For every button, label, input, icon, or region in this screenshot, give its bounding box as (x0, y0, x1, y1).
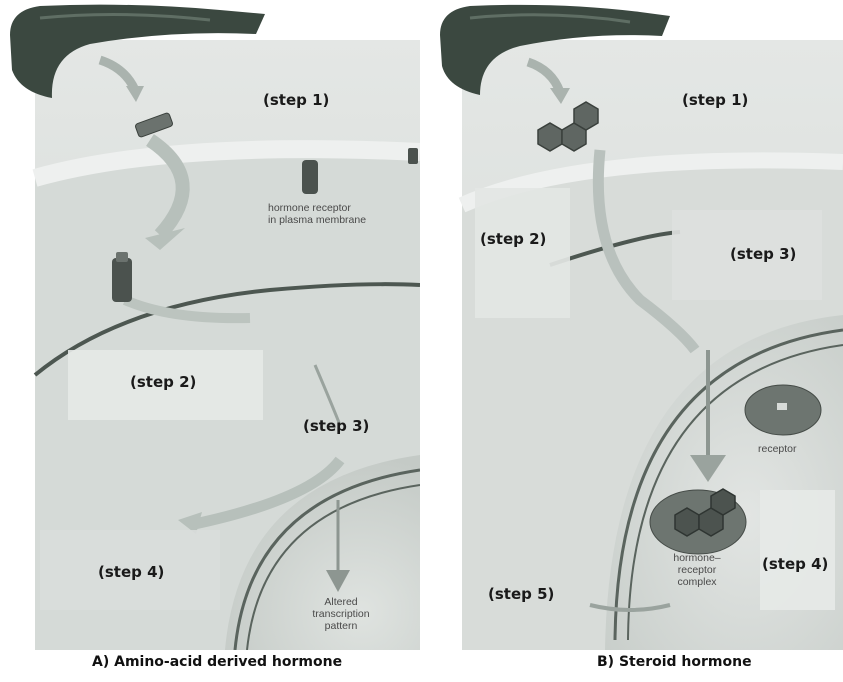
panel-b-step-4: (step 4) (762, 555, 828, 573)
transcription-label-a-line1: Altered (302, 596, 380, 608)
bound-hormone-a (116, 252, 128, 262)
receptor-label-a: hormone receptor in plasma membrane (268, 202, 366, 226)
receptor-label-b: receptor (758, 443, 797, 455)
complex-label-b-line1: hormone– (662, 552, 732, 564)
caption-panel-a: A) Amino-acid derived hormone (92, 654, 342, 670)
transcription-label-a: Altered transcription pattern (302, 596, 380, 632)
panel-a-step-2: (step 2) (130, 373, 196, 391)
complex-label-b-line3: complex (662, 576, 732, 588)
panel-steroid-hormone: (step 1) (step 2) (step 3) (step 4) (ste… (440, 0, 843, 650)
complex-label-b: hormone– receptor complex (662, 552, 732, 588)
panel-a-step-3: (step 3) (303, 417, 369, 435)
panel-b-step-5: (step 5) (488, 585, 554, 603)
panel-a-step-1: (step 1) (263, 91, 329, 109)
complex-label-b-line2: receptor (662, 564, 732, 576)
panel-amino-acid-hormone: (step 1) (step 2) (step 3) (step 4) horm… (10, 0, 420, 650)
caption-panel-b: B) Steroid hormone (597, 654, 752, 670)
panel-b-step-2: (step 2) (480, 230, 546, 248)
bound-receptor-a (112, 258, 132, 302)
transcription-label-a-line3: pattern (302, 620, 380, 632)
panel-a-illustration (10, 0, 420, 650)
nuclear-receptor-site (777, 403, 787, 410)
transcription-label-a-line2: transcription (302, 608, 380, 620)
panel-b-step-3: (step 3) (730, 245, 796, 263)
label-box-b-step2 (475, 188, 570, 318)
membrane-receptor-a-edge (408, 148, 418, 164)
panel-a-step-4: (step 4) (98, 563, 164, 581)
membrane-receptor-a (302, 160, 318, 194)
receptor-label-a-line1: hormone receptor (268, 202, 366, 214)
panel-b-illustration (440, 0, 843, 650)
receptor-label-a-line2: in plasma membrane (268, 214, 366, 226)
label-box-b-step4 (760, 490, 835, 610)
panel-b-step-1: (step 1) (682, 91, 748, 109)
